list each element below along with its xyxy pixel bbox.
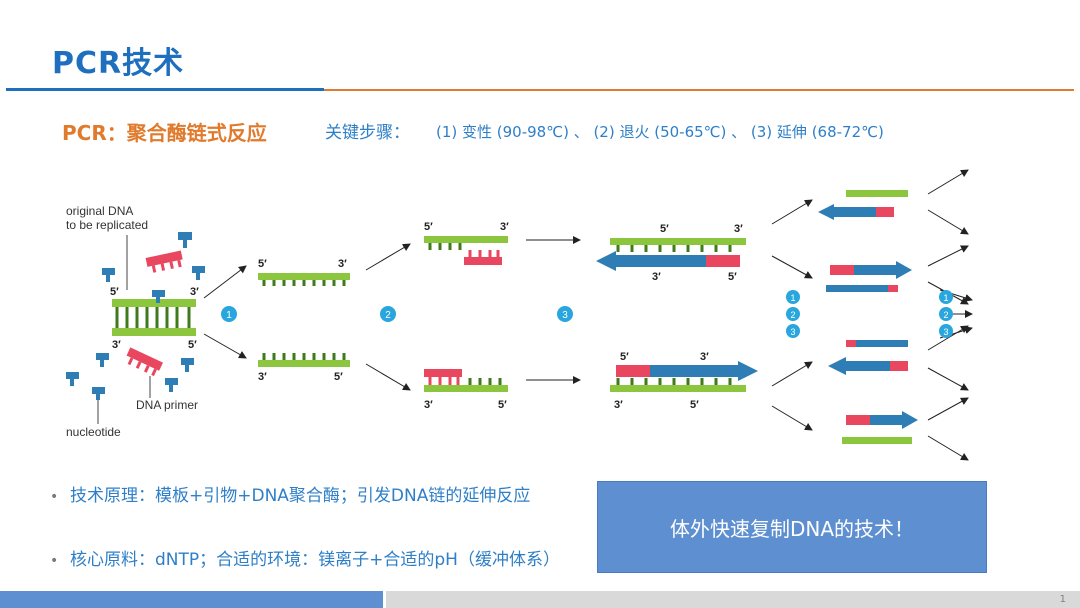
- prime-label: 3′: [500, 221, 509, 233]
- cycle2-product-1: [818, 190, 908, 220]
- prime-label: 5′: [728, 271, 737, 283]
- prime-label: 3′: [734, 223, 743, 235]
- callout-text: 体外快速复制DNA的技术！: [669, 516, 915, 541]
- extension-bottom: [610, 361, 758, 392]
- step-marker: 1: [943, 293, 948, 303]
- callout-box: 体外快速复制DNA的技术！: [597, 481, 987, 573]
- prime-label: 3′: [338, 258, 347, 270]
- step-marker: 1: [226, 310, 232, 321]
- footer-bar-blue: [0, 591, 383, 608]
- label-dna-primer: DNA primer: [136, 398, 198, 412]
- label-original-dna: original DNA: [66, 204, 133, 218]
- extension-top: [596, 238, 746, 271]
- steps-text: (1) 变性 (90-98℃) 、 (2) 退火 (50-65℃) 、 (3) …: [436, 123, 884, 141]
- prime-label: 5′: [110, 286, 119, 298]
- bullet-dot: •: [50, 553, 59, 569]
- title-underline-blue: [6, 88, 324, 91]
- prime-label: 3′: [424, 399, 433, 411]
- prime-label: 5′: [258, 258, 267, 270]
- bullet-text: 技术原理：模板+引物+DNA聚合酶；引发DNA链的延伸反应: [70, 486, 531, 506]
- title-underline-orange: [324, 89, 1074, 91]
- prime-label: 5′: [188, 339, 197, 351]
- prime-label: 5′: [424, 221, 433, 233]
- prime-label: 5′: [498, 399, 507, 411]
- top-single-strand: [258, 273, 350, 286]
- slide-title: PCR技术: [52, 46, 185, 81]
- prime-label: 3′: [112, 339, 121, 351]
- step-marker: 2: [790, 310, 795, 320]
- bullet-materials: • 核心原料：dNTP；合适的环境：镁离子+合适的pH（缓冲体系）: [50, 545, 560, 570]
- bullet-principle: • 技术原理：模板+引物+DNA聚合酶；引发DNA链的延伸反应: [50, 481, 530, 506]
- cycle2-product-2: [826, 261, 912, 292]
- prime-label: 5′: [690, 399, 699, 411]
- free-primer-1: [145, 250, 183, 273]
- bottom-single-strand: [258, 353, 350, 367]
- prime-label: 3′: [258, 371, 267, 383]
- prime-label: 3′: [190, 286, 199, 298]
- original-dna-double-strand: [112, 299, 196, 336]
- prime-label: 3′: [614, 399, 623, 411]
- step-marker: 3: [562, 310, 568, 321]
- prime-label: 3′: [700, 351, 709, 363]
- prime-label: 5′: [334, 371, 343, 383]
- step-marker: 3: [790, 327, 795, 337]
- label-to-be-replicated: to be replicated: [66, 218, 148, 232]
- cycle2-product-4: [842, 411, 918, 444]
- bullet-text: 核心原料：dNTP；合适的环境：镁离子+合适的pH（缓冲体系）: [70, 550, 560, 570]
- prime-label: 3′: [652, 271, 661, 283]
- prime-label: 5′: [620, 351, 629, 363]
- prime-label: 5′: [660, 223, 669, 235]
- step-marker: 2: [943, 310, 948, 320]
- page-number: 1: [1059, 594, 1066, 605]
- free-nucleotides: [66, 232, 205, 400]
- bullet-dot: •: [50, 489, 59, 505]
- footer-bar-gray: [386, 591, 1080, 608]
- step-marker: 2: [385, 310, 391, 321]
- cycle2-product-3: [828, 340, 908, 375]
- steps-label: 关键步骤：: [325, 123, 410, 143]
- annealed-top: [424, 236, 508, 265]
- step-marker: 1: [790, 293, 795, 303]
- step-marker: 3: [943, 327, 948, 337]
- annealed-bottom: [424, 369, 508, 392]
- label-nucleotide: nucleotide: [66, 425, 121, 439]
- free-primer-2: [126, 347, 163, 377]
- pcr-diagram: original DNA to be replicated DNA primer…: [66, 169, 973, 461]
- subtitle: PCR：聚合酶链式反应: [62, 121, 267, 145]
